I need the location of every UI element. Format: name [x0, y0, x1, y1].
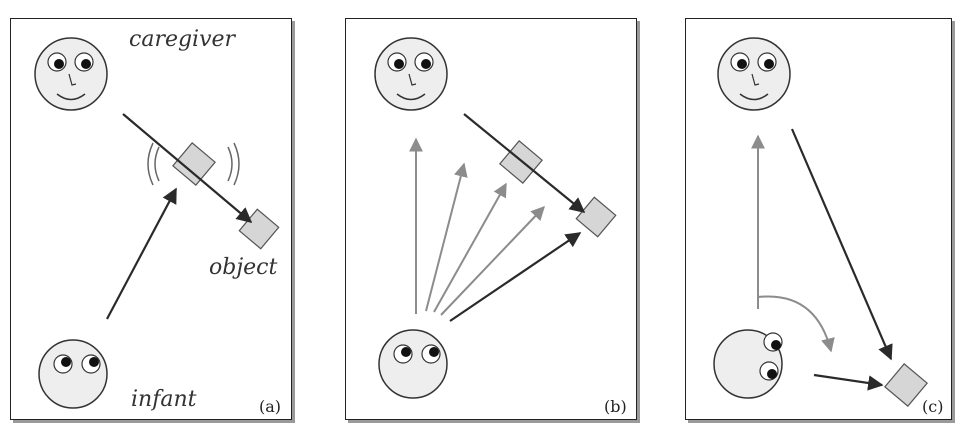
infant-face [713, 329, 783, 399]
panel-a-tag: (a) [259, 397, 282, 416]
panel-b-drawing [374, 37, 617, 399]
object-held [147, 142, 240, 186]
caregiver-face [34, 37, 108, 111]
panel-c-drawing [713, 37, 928, 407]
infant-gaze-arrow [813, 373, 884, 391]
caregiver-face [717, 37, 791, 111]
infant-face [378, 329, 448, 399]
infant-gaze-arrow [449, 232, 582, 322]
object-label: object [209, 255, 278, 280]
caregiver-gaze-arrow [790, 128, 893, 361]
object-target [575, 196, 617, 238]
gaze-turn-arrow [757, 295, 835, 353]
caregiver-gaze-arrow [122, 113, 253, 223]
gaze-follow-arrow [440, 205, 545, 316]
object-target [884, 363, 928, 407]
gaze-follow-arrow [433, 182, 507, 313]
panel-b: (b) [345, 18, 637, 420]
panel-c-tag: (c) [922, 397, 944, 416]
panel-a-drawing [34, 37, 280, 409]
gaze-follow-arrow [425, 162, 468, 312]
panel-b-tag: (b) [604, 397, 627, 416]
infant-label: infant [131, 387, 197, 412]
infant-face [38, 339, 108, 409]
object-target [238, 208, 280, 250]
infant-gaze-arrow [106, 187, 177, 320]
panel-a: caregiver object infant (a) [10, 18, 292, 420]
caregiver-gaze-arrow [463, 113, 586, 213]
caregiver-label: caregiver [129, 27, 236, 52]
caregiver-face [374, 37, 448, 111]
panel-c: (c) [685, 18, 952, 420]
